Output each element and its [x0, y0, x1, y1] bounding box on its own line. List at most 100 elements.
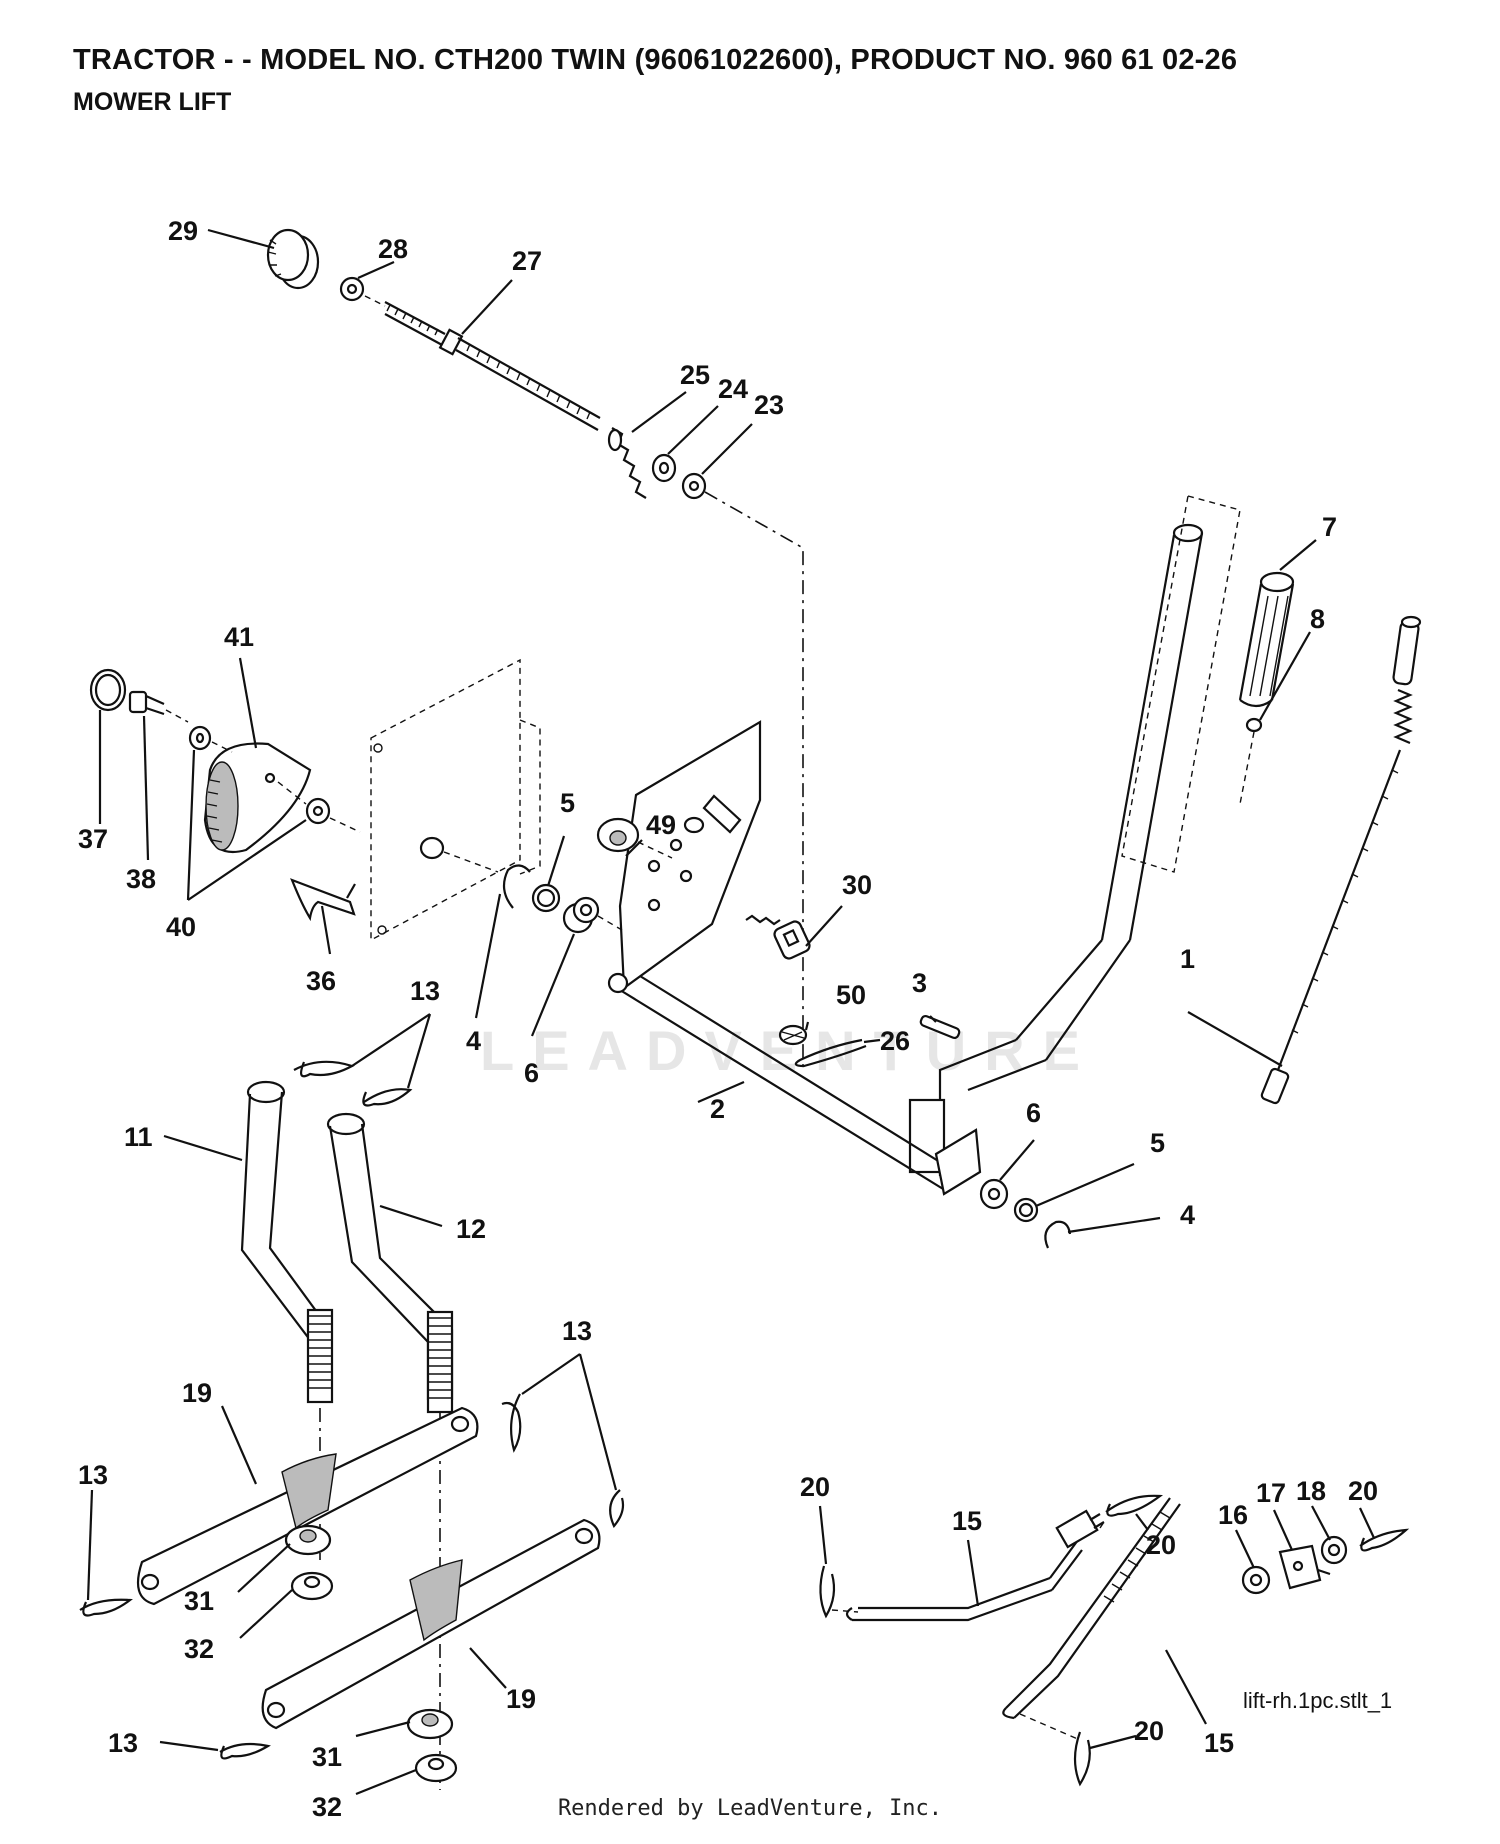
lift-arm-19-upper[interactable]: [136, 1406, 479, 1606]
block-17[interactable]: [1278, 1544, 1331, 1590]
lockwasher-50[interactable]: [778, 1024, 808, 1046]
callout-13-mid: 13: [562, 1316, 592, 1346]
callout-40: 40: [166, 912, 196, 942]
callout-18: 18: [1296, 1476, 1326, 1506]
callout-6-lower: 6: [1026, 1098, 1041, 1128]
callout-27: 27: [512, 246, 542, 276]
clip-36[interactable]: [290, 878, 356, 922]
callout-20-left: 20: [800, 1472, 830, 1502]
hairpin-13-upper-a[interactable]: [293, 1060, 355, 1078]
hairpin-13-upper-b[interactable]: [362, 1088, 413, 1107]
callout-20-upper: 20: [1146, 1530, 1176, 1560]
leadventure-watermark: LEADVENTURE: [480, 1019, 1099, 1082]
washer-5-right[interactable]: [1013, 1197, 1039, 1223]
hairpin-20-left[interactable]: [819, 1565, 836, 1619]
bushing-6-left[interactable]: [562, 896, 600, 934]
hairpin-26[interactable]: [794, 1038, 867, 1068]
rendered-by-footer: Rendered by LeadVenture, Inc.: [557, 1796, 943, 1821]
hairpin-13-mid-a[interactable]: [501, 1393, 522, 1453]
callout-1: 1: [1180, 944, 1195, 974]
callout-16: 16: [1218, 1500, 1248, 1530]
adjust-link-15-upper[interactable]: [845, 1509, 1105, 1622]
hairpin-13-left[interactable]: [79, 1598, 133, 1617]
callout-labels: 29 28 27 25 24 23 7 8 41 37 38 40 5 49 3…: [78, 216, 1378, 1822]
nut-32-upper[interactable]: [290, 1571, 334, 1601]
adjust-link-15-lower[interactable]: [1002, 1497, 1181, 1720]
callout-25: 25: [680, 360, 710, 390]
roll-pin-3[interactable]: [919, 1014, 961, 1040]
callout-15-upper: 15: [952, 1506, 982, 1536]
callout-38: 38: [126, 864, 156, 894]
callout-11: 11: [124, 1122, 153, 1152]
lift-arm-19-lower[interactable]: [261, 1518, 601, 1730]
callout-8: 8: [1310, 604, 1325, 634]
nut-28[interactable]: [339, 276, 365, 302]
washer-5-left[interactable]: [531, 883, 561, 913]
washer-40-lower[interactable]: [305, 797, 331, 825]
pivot-30[interactable]: [745, 914, 811, 960]
hairpin-20-bottom[interactable]: [1073, 1731, 1091, 1787]
nut-16[interactable]: [1241, 1565, 1271, 1595]
washer-49[interactable]: [596, 817, 640, 853]
callout-2: 2: [710, 1094, 725, 1124]
hairpin-20-right[interactable]: [1359, 1528, 1410, 1552]
knob-29[interactable]: [266, 228, 320, 290]
spring-25[interactable]: [607, 427, 647, 499]
callout-26: 26: [880, 1026, 910, 1056]
callout-15-lower: 15: [1204, 1728, 1234, 1758]
lift-cable-1[interactable]: [1260, 615, 1422, 1105]
grip-outline: [1121, 495, 1241, 873]
callout-29: 29: [168, 216, 198, 246]
leader-lines: [86, 228, 1375, 1796]
bushing-6-right[interactable]: [979, 1178, 1009, 1210]
callout-23: 23: [754, 390, 784, 420]
callout-19-lower: 19: [506, 1684, 536, 1714]
callout-13-left: 13: [78, 1460, 108, 1490]
page-subtitle: MOWER LIFT: [73, 88, 232, 116]
nut-18[interactable]: [1320, 1535, 1348, 1565]
screw-38[interactable]: [128, 690, 165, 716]
callout-4-lower: 4: [1180, 1200, 1195, 1230]
callout-28: 28: [378, 234, 408, 264]
retainer-4-left[interactable]: [502, 864, 531, 909]
lift-link-12[interactable]: [326, 1112, 454, 1414]
callout-41: 41: [224, 622, 254, 652]
callout-30: 30: [842, 870, 872, 900]
bushing-31-lower[interactable]: [406, 1708, 454, 1740]
callout-4-upper: 4: [466, 1026, 481, 1056]
callout-5-lower: 5: [1150, 1128, 1165, 1158]
callout-6-upper: 6: [524, 1058, 539, 1088]
cap-8[interactable]: [1245, 717, 1263, 733]
hairpin-13-bottom[interactable]: [219, 1742, 271, 1760]
callout-49: 49: [646, 810, 676, 840]
ring-37[interactable]: [89, 668, 127, 712]
callout-32-upper: 32: [184, 1634, 214, 1664]
lift-shaft-2[interactable]: [607, 720, 982, 1196]
callout-3: 3: [912, 968, 927, 998]
callout-20-bottom: 20: [1134, 1716, 1164, 1746]
callout-37: 37: [78, 824, 108, 854]
grip-7[interactable]: [1238, 571, 1295, 708]
callout-17: 17: [1256, 1478, 1286, 1508]
washer-24[interactable]: [651, 453, 677, 483]
lift-link-11[interactable]: [240, 1080, 334, 1404]
washer-40-upper[interactable]: [188, 725, 212, 751]
callout-24: 24: [718, 374, 748, 404]
hairpin-13-mid-b[interactable]: [609, 1489, 625, 1529]
bushing-31-upper[interactable]: [284, 1524, 332, 1556]
nut-32-lower[interactable]: [414, 1753, 458, 1783]
callout-31-lower: 31: [312, 1742, 342, 1772]
nut-23[interactable]: [681, 472, 707, 500]
lift-handle[interactable]: [908, 523, 1204, 1176]
threaded-rod-27[interactable]: [384, 301, 601, 431]
callout-12: 12: [456, 1214, 486, 1244]
hairpin-20-upper[interactable]: [1105, 1494, 1164, 1517]
knob-41[interactable]: [203, 742, 312, 854]
callout-32-lower: 32: [312, 1792, 342, 1822]
callout-31-upper: 31: [184, 1586, 214, 1616]
page-title: TRACTOR - - MODEL NO. CTH200 TWIN (96061…: [73, 44, 1238, 76]
retainer-4-right[interactable]: [1044, 1220, 1072, 1249]
callout-36: 36: [306, 966, 336, 996]
callout-50: 50: [836, 980, 866, 1010]
